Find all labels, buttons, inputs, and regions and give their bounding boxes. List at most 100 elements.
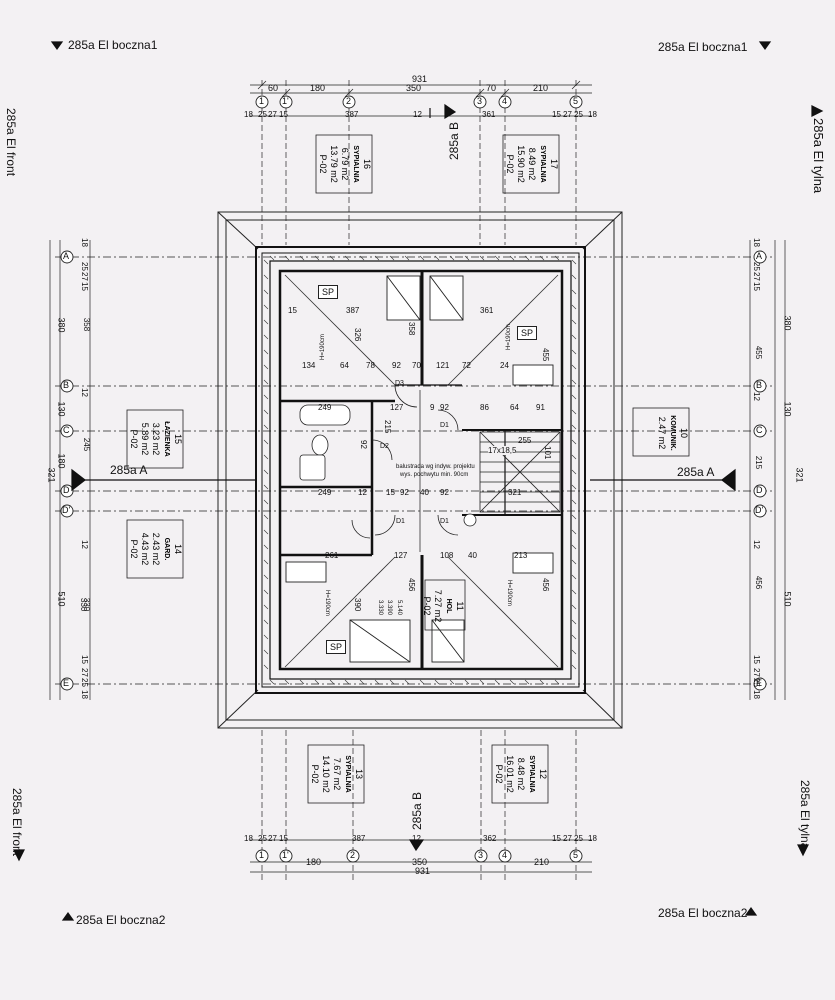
dim-bottom-sub-0: 18 [244, 834, 253, 843]
room-area-2: 15.90 m2 [516, 145, 526, 183]
inner-dim-33: 127 [394, 551, 408, 560]
axis-label-e-left: E [63, 678, 70, 688]
room-floor: P-02 [318, 154, 328, 174]
dim-top-seg-2: 350 [406, 83, 422, 93]
inner-dim-6: 64 [340, 361, 349, 370]
dim-left-2: 27 [79, 272, 89, 281]
cut-label-a-left: 285a A [110, 463, 148, 477]
dim-left-6: 12 [79, 388, 89, 397]
room-area-1: 6.79 m2 [340, 147, 350, 181]
dim-left-11: 12 [79, 540, 89, 549]
room-tag-17: 17 SYPIALNIA 8.49 m2 15.90 m2 P-02 [504, 136, 559, 192]
door-d1-a: D1 [440, 422, 449, 429]
axis-label-e-right: E [756, 678, 763, 688]
room-name: ŁAZIENKA [163, 421, 170, 457]
inner-dim-11: 72 [462, 361, 471, 370]
room-tag-12: 12 SYPIALNIA 8.48 m2 16.01 m2 P-02 [493, 746, 548, 802]
sp-label-2: SP [517, 326, 538, 340]
inner-dim-24: 101 [543, 446, 552, 460]
inner-dim-26: 12 [358, 488, 367, 497]
inner-dim-23: 215 [383, 420, 392, 434]
axis-label-d-right: D [756, 485, 763, 495]
axis-label-1p-top: 1' [282, 96, 289, 106]
dim-bottom-sub-3: 15 [279, 834, 288, 843]
dim-bottom-sub-7: 15 [552, 834, 561, 843]
inner-dim-28: 92 [400, 488, 409, 497]
inner-dim-34: 108 [440, 551, 454, 560]
balustrade-note-1: balustrada wg indyw. projektu [396, 464, 475, 470]
h190-label-4: H=190cm [506, 580, 512, 606]
dim-bottom-seg-0: 180 [306, 857, 322, 867]
dim-top-seg-3: 70 [486, 83, 497, 93]
dim-top-sub-4: 387 [345, 110, 359, 119]
room-name: SYPIALNIA [539, 145, 546, 183]
level-3330: 3.330 [377, 600, 383, 616]
inner-dim-14: 249 [318, 403, 332, 412]
axis-label-b-right: B [756, 380, 763, 390]
door-d1-b: D1 [440, 518, 449, 525]
dim-top-sub-1: 25 [258, 110, 267, 119]
inner-dim-15: 127 [390, 403, 404, 412]
room-tag-13: 13 SYPIALNIA 7.67 m2 14.10 m2 P-02 [309, 746, 364, 802]
room-floor: P-02 [494, 764, 504, 784]
roof-windows [285, 275, 554, 663]
section-label-right-bottom: 285a El tylna [798, 780, 812, 850]
dim-top-sub-8: 27 [563, 110, 572, 119]
side-dimension-lines [49, 240, 786, 700]
axis-label-dp-right: D' [755, 505, 764, 515]
dim-left-9: 180 [56, 453, 67, 469]
room-area-1: 7.67 m2 [332, 757, 342, 791]
dim-left-14: 15 [79, 655, 89, 664]
inner-dim-39: 456 [541, 578, 550, 592]
interior-walls [280, 271, 562, 669]
bathroom-fixtures [299, 404, 477, 527]
dim-left-10: 321 [46, 467, 57, 483]
axis-label-4-bottom: 4 [502, 850, 508, 860]
dim-bottom-seg-1: 350 [412, 857, 428, 867]
section-label-bottom-left: 285a El boczna2 [76, 913, 166, 927]
axis-label-b-left: B [63, 380, 70, 390]
room-floor: P-02 [129, 539, 139, 559]
axis-label-1-top: 1 [259, 96, 265, 106]
inner-dim-13: 455 [541, 348, 550, 362]
dim-left-15: 27 [79, 668, 89, 677]
axis-label-d-left: D [63, 485, 70, 495]
dim-top-total: 931 [412, 74, 428, 84]
axis-label-5-bottom: 5 [573, 850, 579, 860]
room-area-2: 14.10 m2 [321, 755, 331, 793]
room-name: GARD. [163, 537, 170, 561]
inner-dim-0: 387 [346, 306, 360, 315]
room-name: HOL [445, 598, 452, 614]
dim-right-12: 510 [782, 591, 793, 607]
dim-bottom-sub-1: 25 [258, 834, 267, 843]
axis-label-c-left: C [63, 425, 70, 435]
inner-dim-16: 9 [430, 403, 435, 412]
section-label-left-bottom: 285a El front [10, 788, 24, 857]
h190-label-3: H=190cm [324, 590, 330, 616]
room-floor: P-02 [422, 596, 432, 616]
dim-right-8: 215 [754, 455, 764, 470]
inner-dim-19: 64 [510, 403, 519, 412]
room-name: SYPIALNIA [528, 755, 535, 793]
room-num: 13 [354, 768, 364, 779]
room-num: 15 [173, 433, 183, 444]
room-num: 11 [455, 601, 465, 611]
inner-dim-1: 361 [480, 306, 494, 315]
dim-right-3: 15 [751, 282, 761, 291]
level-3390: 3.390 [386, 600, 392, 616]
exterior-walls [255, 246, 586, 694]
axis-label-2-top: 2 [346, 96, 352, 106]
inner-dim-17: 92 [440, 403, 449, 412]
room-tag-14: 14 GARD. 2.43 m2 4.43 m2 P-02 [128, 521, 183, 577]
dim-left-4: 380 [56, 317, 67, 333]
dim-left-1: 25 [79, 262, 89, 271]
inner-dim-9: 70 [412, 361, 421, 370]
roof-hip-lines [284, 274, 559, 668]
inner-dim-37: 456 [407, 578, 416, 592]
section-label-bottom-right: 285a El boczna2 [658, 906, 748, 920]
room-area-1: 3.23 m2 [151, 422, 161, 456]
inner-dim-38: 390 [353, 598, 362, 612]
dim-left-5: 358 [82, 317, 92, 332]
dim-left-17: 18 [79, 690, 89, 699]
